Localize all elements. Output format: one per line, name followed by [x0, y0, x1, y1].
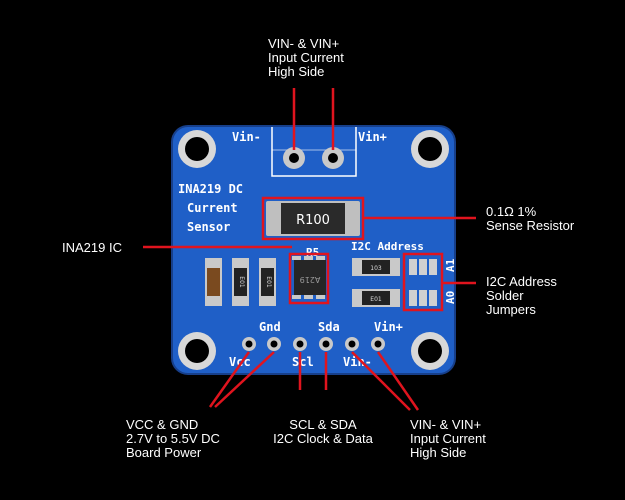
- resistor-marking: R100: [296, 213, 330, 228]
- label-input-current-top: VIN- & VIN+ Input Current High Side: [268, 36, 344, 79]
- pcb-board: [171, 125, 456, 375]
- label-sense-resistor: 0.1Ω 1% Sense Resistor: [486, 204, 575, 233]
- leader-vin-minus: [351, 351, 411, 411]
- label-i2c-jumpers: I2C Address Solder Jumpers: [486, 274, 557, 317]
- terminal-label-vin-plus: Vin+: [358, 130, 387, 144]
- board-title-line-3: Sensor: [187, 220, 230, 234]
- address-resistor-1: 103: [352, 258, 400, 276]
- terminal-label-vin-minus: Vin-: [232, 130, 261, 144]
- board-title-line-1: INA219 DC: [178, 182, 243, 196]
- header-label-gnd: Gnd: [259, 320, 281, 334]
- terminal-pad-vin-plus: [322, 147, 344, 169]
- jumper-label-a1: A1: [444, 258, 457, 272]
- header-label-scl: Scl: [292, 355, 314, 369]
- terminal-outline: [271, 127, 357, 177]
- jumper-pad-mark-1: 103: [370, 265, 382, 272]
- header-pin-gnd: [267, 337, 281, 351]
- chip-ref-label: R5: [306, 246, 319, 259]
- solder-jumper-a1: [409, 259, 437, 275]
- jumper-pad-mark-2: E01: [370, 296, 382, 303]
- mounting-hole-bottom-left: [178, 332, 216, 370]
- smd-mark-1: E01: [238, 276, 245, 288]
- smd-component-2: E01: [232, 258, 249, 306]
- header-pin-sda: [319, 337, 333, 351]
- sense-resistor: R100: [266, 201, 360, 236]
- i2c-address-silk: I2C Address: [351, 240, 424, 253]
- ina219-chip: A219: [292, 256, 326, 299]
- label-board-power: VCC & GND 2.7V to 5.5V DC Board Power: [126, 417, 220, 460]
- solder-jumper-a0: [409, 290, 437, 306]
- header-pin-vin-minus: [345, 337, 359, 351]
- header-label-sda: Sda: [318, 320, 340, 334]
- smd-mark-2: E01: [265, 276, 272, 288]
- leader-vin-plus: [376, 351, 420, 411]
- smd-component-3: E01: [259, 258, 276, 306]
- header-label-vin-plus: Vin+: [374, 320, 403, 334]
- label-input-current-bottom: VIN- & VIN+ Input Current High Side: [410, 417, 486, 460]
- header-pin-scl: [293, 337, 307, 351]
- address-resistor-2: E01: [352, 289, 400, 307]
- board-title-line-2: Current: [187, 201, 238, 215]
- leader-vcc: [208, 351, 251, 408]
- callout-box-chip: [288, 252, 330, 305]
- chip-marking: A219: [300, 275, 321, 284]
- label-ina219-ic: INA219 IC: [62, 240, 122, 255]
- label-i2c-clock-data: SCL & SDA I2C Clock & Data: [273, 417, 373, 446]
- mounting-hole-bottom-right: [411, 332, 449, 370]
- header-pin-vcc: [242, 337, 256, 351]
- header-pin-vin-plus: [371, 337, 385, 351]
- jumper-label-a0: A0: [444, 291, 457, 304]
- leader-gnd: [214, 351, 275, 408]
- smd-component-1: [205, 258, 222, 306]
- mounting-hole-top-left: [178, 130, 216, 168]
- mounting-hole-top-right: [411, 130, 449, 168]
- terminal-pad-vin-minus: [283, 147, 305, 169]
